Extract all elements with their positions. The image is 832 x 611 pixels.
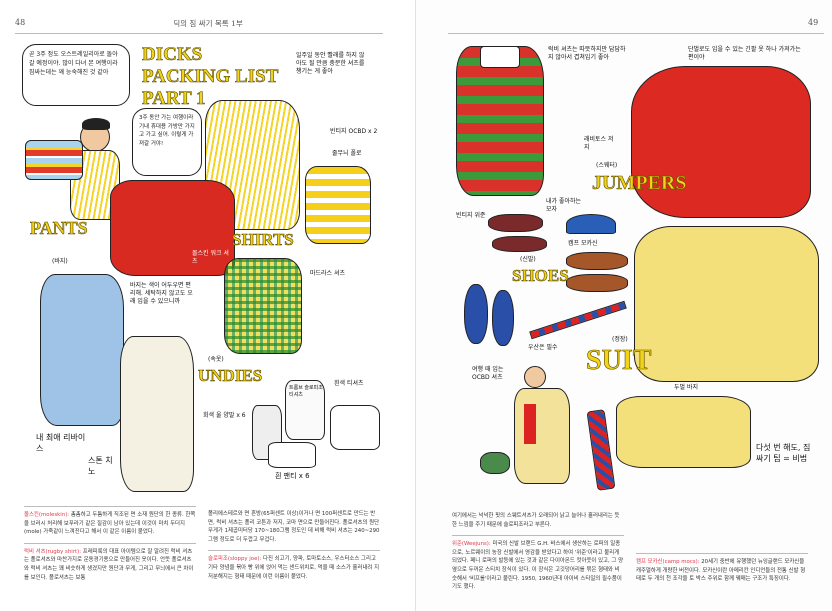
label-plaid-shirt: 마드라스 셔츠 xyxy=(310,270,346,277)
label-rabbitohs: 래비토스 저지 xyxy=(584,136,614,151)
note-shirts: 일주일 동안 빨래를 하지 않아도 될 만큼 충분한 셔츠를 챙기는 게 좋아 xyxy=(296,52,365,75)
blue-cap xyxy=(566,214,616,234)
pants-label: PANTS xyxy=(30,218,88,239)
boxers xyxy=(268,442,316,468)
footnote-column: 여기에서는 넉넉한 핏의 스웨트셔츠가 오래되어 낡고 늘어나 흘러내리는 듯한… xyxy=(452,512,624,598)
page-number: 48 xyxy=(15,18,26,27)
footnote-body: 다진 쇠고기, 양파, 토마토소스, 우스터소스 그리고 기타 양념을 볶아 빵… xyxy=(208,556,380,580)
footnote-body: 20세기 중반에 유행했던 뉴잉글랜드 모카신을 캐주얼하게 개량한 버전이다.… xyxy=(636,559,806,583)
footnote-camp-mocs: 캠프 모카신(camp mocs): 20세기 중반에 유행했던 뉴잉글랜드 모… xyxy=(636,554,808,584)
shoes-label: SHOES xyxy=(512,266,569,286)
footnote-moleskin: 몰스킨(moleskin): 촘촘하고 두툼하게 직조된 면 소재 원단의 한 … xyxy=(24,507,196,537)
undies-label: UNDIES xyxy=(198,366,263,386)
yellow-trousers xyxy=(616,396,751,468)
label-trousers: 두벌 바지 xyxy=(674,384,698,391)
suit-label: SUIT xyxy=(586,345,652,376)
footnote-column: 폴리에스테르와 면 혼방(65퍼센트 이상)이거나 면 100퍼센트로 만드는 … xyxy=(208,506,380,587)
camp-moc xyxy=(566,252,628,270)
packing-tip: 다섯 번 해도, 짐싸기 팁 = 비법 xyxy=(756,443,811,463)
footnote-column: 몰스킨(moleskin): 촘촘하고 두툼하게 직조된 면 소재 원단의 한 … xyxy=(24,506,196,588)
footnote-term: 슬로피조(sloppy joe): xyxy=(208,556,262,563)
footnote-weejuns: 위준(Weejuns): 미국의 신발 브랜드 G.H. 바스에서 생산하는 로… xyxy=(452,535,624,592)
jumpers-label: JUMPERS xyxy=(592,172,687,195)
footnote-sloppy-joe-cont: 여기에서는 넉넉한 핏의 스웨트셔츠가 오래되어 낡고 늘어나 흘러내리는 듯한… xyxy=(452,512,624,529)
footnote-rugby-cont: 폴리에스테르와 면 혼방(65퍼센트 이상)이거나 면 100퍼센트로 만드는 … xyxy=(208,506,380,544)
footnote-body: 여기에서는 넉넉한 핏의 스웨트셔츠가 오래되어 낡고 늘어나 흘러내리는 듯한… xyxy=(452,513,620,528)
left-page: 48 딕의 짐 싸기 목록 1부 곧 3주 정도 오스트레일리아로 돌아갈 예정… xyxy=(15,18,383,588)
shoes-sublabel: (신발) xyxy=(520,256,536,263)
rugby-note: 럭비 셔츠는 따뜻하지만 답답하지 않아서 겹쳐입기 좋아 xyxy=(548,46,626,61)
blue-shoe xyxy=(492,290,514,346)
shirts-label: SHIRTS xyxy=(232,230,294,250)
striped-polo xyxy=(305,166,371,244)
label-cap: 내가 좋아하는 모자 xyxy=(546,198,582,213)
header-rule xyxy=(15,33,383,34)
speech-bubble: 3주 동안 가는 여행이라 기내 휴대용 가방만 가지고 가고 싶어. 이렇게 … xyxy=(132,108,202,176)
footnote-body: 미국의 신발 브랜드 G.H. 바스에서 생산하는 로퍼의 일종으로, 노르웨이… xyxy=(452,541,624,591)
footnote-body: 프레피룩의 대표 아이템으로 잘 알려진 럭비 셔츠는 폴로셔츠와 마찬가지로 … xyxy=(24,548,194,581)
man-in-suit xyxy=(514,388,570,484)
duffel-bag xyxy=(480,452,510,474)
plaid-shirt xyxy=(224,258,302,354)
pants-sublabel: (바지) xyxy=(52,258,68,265)
striped-tie xyxy=(586,409,616,491)
folded-shirts-stack xyxy=(25,140,83,180)
label-ocbd: 빈티지 OCBD x 2 xyxy=(330,128,378,135)
jeans xyxy=(40,274,124,426)
label-umbrella: 우산은 필수 xyxy=(528,344,558,351)
footnote-term: 럭비 셔츠(rugby shirt): xyxy=(24,548,82,555)
suit-sublabel: (정장) xyxy=(612,336,628,343)
label-socks: 회색 울 양말 x 6 xyxy=(203,412,246,419)
red-scarf xyxy=(524,404,536,444)
footnote-body: 촘촘하고 두툼하게 직조된 면 소재 원단의 한 종류. 한쪽을 브러시 처리해… xyxy=(24,512,196,536)
jumper-note: 단벌로도 입을 수 있는 긴팔 옷 하나 가져가는 편이야 xyxy=(688,46,801,61)
label-sloppy: 트롬브 슬로피조 티셔츠 xyxy=(289,385,323,398)
jumpers-sublabel: (스웨터) xyxy=(596,162,618,169)
suit-note: 여행 때 입는 OCBD 셔츠 xyxy=(472,366,504,381)
chinos xyxy=(120,336,194,492)
camp-moc xyxy=(566,274,628,292)
label-weejuns: 빈티지 위준 xyxy=(456,212,486,219)
blue-shoe xyxy=(464,284,488,344)
label-chinos: 스톤 치노 xyxy=(88,456,113,476)
rugby-collar xyxy=(480,46,520,68)
yellow-blazer xyxy=(634,226,819,382)
rugby-shirt xyxy=(456,46,544,196)
label-mocs: 캠프 모카신 xyxy=(568,240,598,247)
speech-bubble: 곧 3주 정도 오스트레일리아로 돌아갈 예정이야. 많이 다녀 본 여행이라 … xyxy=(22,44,130,106)
label-polo: 줄무늬 폴로 xyxy=(332,150,362,157)
illustration-title: DICKS PACKING LIST PART 1 xyxy=(142,44,279,110)
man-head xyxy=(524,366,546,388)
footnote-term: 위준(Weejuns): xyxy=(452,541,491,548)
footnote-term: 몰스킨(moleskin): xyxy=(24,512,70,518)
label-boxers: 흰 팬티 x 6 xyxy=(275,472,310,480)
header-rule xyxy=(448,33,824,34)
footnote-rugby: 럭비 셔츠(rugby shirt): 프레피룩의 대표 아이템으로 잘 알려진… xyxy=(24,542,196,582)
footnote-term: 캠프 모카신(camp mocs): xyxy=(636,559,700,565)
label-jeans: 내 최애 리바이스 xyxy=(36,433,86,453)
sloppy-joe-shirt xyxy=(285,380,325,440)
label-red-shirt: 몰스킨 워크 셔츠 xyxy=(192,250,229,265)
red-jumper xyxy=(631,66,811,218)
person-hair xyxy=(82,118,110,130)
loafer xyxy=(492,236,547,252)
running-title: 딕의 짐 싸기 목록 1부 xyxy=(173,19,243,28)
footnote-body: 폴리에스테르와 면 혼방(65퍼센트 이상)이거나 면 100퍼센트로 만드는 … xyxy=(208,511,380,543)
footnote-sloppy-joe: 슬로피조(sloppy joe): 다진 쇠고기, 양파, 토마토소스, 우스터… xyxy=(208,550,380,581)
label-tees: 흰색 티셔츠 xyxy=(334,380,364,387)
undies-sublabel: (속옷) xyxy=(208,356,224,363)
footnote-column: 캠프 모카신(camp mocs): 20세기 중반에 유행했던 뉴잉글랜드 모… xyxy=(636,553,808,590)
right-page: 49 럭비 셔츠는 따뜻하지만 답답하지 않아서 겹쳐입기 좋아 단벌로도 입을… xyxy=(416,0,832,611)
umbrella xyxy=(529,300,627,340)
loafer xyxy=(488,214,543,232)
t-shirt xyxy=(330,405,380,450)
page-number: 49 xyxy=(808,18,819,27)
pants-note: 바지는 색이 어두우면 편리해. 세탁하지 않고도 오래 입을 수 있으니까 xyxy=(130,282,193,305)
red-moleskin-shirt xyxy=(110,180,235,276)
